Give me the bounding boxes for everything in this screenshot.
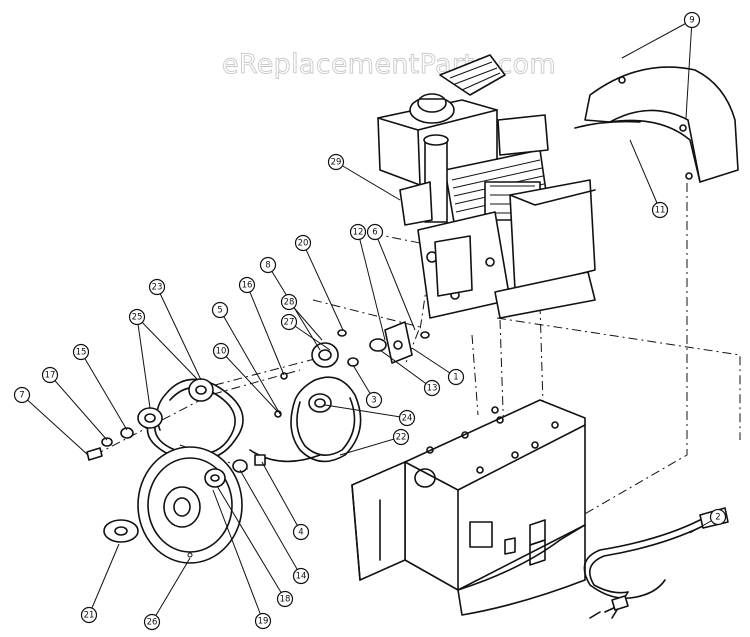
belt-cover (574, 66, 739, 183)
callout-26: 26 (143, 613, 161, 631)
callout-number: 9 (689, 16, 694, 26)
callout-25: 25 (128, 308, 146, 326)
callout-23: 23 (148, 278, 166, 296)
callout-ring (280, 293, 298, 311)
callout-ring (128, 308, 146, 326)
callout-number: 21 (84, 611, 95, 621)
callout-number: 17 (45, 371, 56, 381)
callout-21: 21 (80, 606, 98, 624)
callout-number: 15 (76, 348, 87, 358)
callout-29: 29 (327, 153, 345, 171)
callout-number: 24 (402, 414, 413, 424)
callout-12: 12 (349, 223, 367, 241)
pulley-and-belt-assembly (86, 376, 362, 564)
callout-bubbles: 9 11 29 12 6 20 8 16 28 27 23 25 5 10 15 17 7 1 13 3 24 22 4 14… (13, 11, 727, 631)
callout-number: 11 (655, 206, 666, 216)
watermark-text: eReplacementParts.com (222, 49, 556, 80)
callout-17: 17 (41, 366, 59, 384)
callout-number: 10 (216, 347, 227, 357)
callout-ring (292, 567, 310, 585)
callout-ring (709, 508, 727, 526)
callout-ring (72, 343, 90, 361)
callout-2: 2 (709, 508, 727, 526)
callout-ring (276, 590, 294, 608)
callout-number: 29 (331, 158, 342, 168)
callout-ring (254, 612, 272, 630)
callout-number: 1 (453, 373, 458, 383)
callout-number: 28 (284, 298, 295, 308)
callout-ring (447, 368, 465, 386)
callout-number: 18 (280, 595, 291, 605)
callout-ring (365, 391, 383, 409)
callout-ring (143, 613, 161, 631)
callout-3: 3 (365, 391, 383, 409)
callout-19: 19 (254, 612, 272, 630)
callout-ring (683, 11, 701, 29)
callout-4: 4 (292, 523, 310, 541)
idler-bracket-parts (274, 321, 430, 418)
callout-ring (238, 276, 256, 294)
callout-9: 9 (683, 11, 701, 29)
callout-number: 23 (152, 283, 163, 293)
callout-ring (13, 386, 31, 404)
callout-ring (80, 606, 98, 624)
callout-ring (366, 223, 384, 241)
callout-number: 5 (217, 306, 222, 316)
callout-18: 18 (276, 590, 294, 608)
callout-8: 8 (259, 256, 277, 274)
callout-number: 8 (265, 261, 270, 271)
callout-number: 26 (147, 618, 158, 628)
callout-ring (148, 278, 166, 296)
callout-5: 5 (211, 301, 229, 319)
callout-number: 7 (19, 391, 24, 401)
callout-13: 13 (423, 379, 441, 397)
callout-number: 19 (258, 617, 269, 627)
callout-10: 10 (212, 342, 230, 360)
callout-7: 7 (13, 386, 31, 404)
callout-22: 22 (392, 428, 410, 446)
callout-number: 25 (132, 313, 143, 323)
power-cord (583, 507, 729, 619)
callout-ring (211, 301, 229, 319)
callout-24: 24 (398, 409, 416, 427)
callout-ring (41, 366, 59, 384)
frame-assembly (351, 399, 586, 616)
callout-ring (294, 234, 312, 252)
callout-number: 16 (242, 281, 253, 291)
callout-ring (398, 409, 416, 427)
callout-number: 27 (284, 318, 295, 328)
engine-assembly (377, 54, 596, 319)
callout-number: 14 (296, 572, 307, 582)
callout-ring (212, 342, 230, 360)
callout-ring (349, 223, 367, 241)
callout-number: 6 (372, 228, 377, 238)
callout-6: 6 (366, 223, 384, 241)
callout-ring (292, 523, 310, 541)
callout-14: 14 (292, 567, 310, 585)
callout-ring (423, 379, 441, 397)
callout-1: 1 (447, 368, 465, 386)
callout-16: 16 (238, 276, 256, 294)
callout-27: 27 (280, 313, 298, 331)
callout-ring (327, 153, 345, 171)
callout-15: 15 (72, 343, 90, 361)
callout-number: 20 (298, 239, 309, 249)
callout-number: 13 (427, 384, 438, 394)
callout-number: 3 (371, 396, 376, 406)
callout-number: 22 (396, 433, 407, 443)
callout-ring (651, 201, 669, 219)
callout-number: 4 (298, 528, 303, 538)
callout-28: 28 (280, 293, 298, 311)
callout-ring (392, 428, 410, 446)
callout-20: 20 (294, 234, 312, 252)
callout-number: 2 (715, 513, 720, 523)
callout-ring (280, 313, 298, 331)
callout-ring (259, 256, 277, 274)
callout-number: 12 (353, 228, 364, 238)
callout-11: 11 (651, 201, 669, 219)
